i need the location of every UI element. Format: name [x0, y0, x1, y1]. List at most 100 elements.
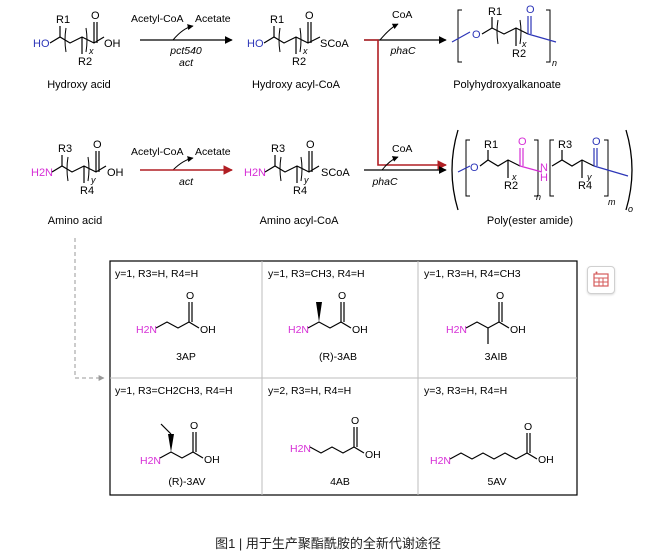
subscript-y: y: [90, 175, 96, 185]
cell-conditions: y=3, R3=H, R4=H: [424, 385, 507, 397]
atom-o-pea-2: O: [518, 136, 527, 148]
atom-o-4: O: [93, 139, 102, 151]
hydroxy-acid-structure: HO R1 R2 O OH x: [33, 10, 121, 68]
atom-o: O: [91, 10, 100, 22]
monomer-name: 5AV: [487, 476, 506, 488]
table-view-icon[interactable]: [587, 266, 615, 294]
atom-o-5: O: [306, 139, 315, 151]
monomer-cell-3ap: y=1, R3=H, R4=H H2N O OH 3AP: [115, 268, 216, 363]
pathway-diagram: HO R1 R2 O OH x Hydroxy acid Acetyl-CoA …: [31, 4, 633, 496]
top-reagent-acetate: Acetate: [195, 13, 231, 25]
figure-caption: 图1 | 用于生产聚酯酰胺的全新代谢途径: [215, 536, 441, 551]
atom-h2n-c2: H2N: [288, 324, 309, 336]
atom-o-c5: O: [351, 415, 359, 427]
subscript-n: n: [552, 58, 557, 68]
atom-ho: HO: [33, 38, 50, 50]
atom-o-pea: O: [470, 162, 479, 174]
atom-o-2: O: [305, 10, 314, 22]
atom-oh-4: OH: [107, 167, 124, 179]
poly-ester-amide-structure: O R1 R2 O x n N H R3 R4 O y m o: [451, 129, 633, 214]
atom-r2-4: R2: [504, 180, 518, 192]
top-enzyme-act: act: [179, 57, 194, 69]
amino-acyl-coa-label: Amino acyl-CoA: [260, 215, 340, 227]
atom-r3-3: R3: [558, 139, 572, 151]
subscript-y-3: y: [586, 172, 592, 182]
atom-r1-2: R1: [270, 14, 284, 26]
monomer-cell-5av: y=3, R3=H, R4=H H2N O OH 5AV: [424, 385, 554, 488]
atom-n: N: [540, 162, 548, 174]
monomer-name: 4AB: [330, 476, 350, 488]
bottom-reagent-coa: CoA: [392, 143, 412, 155]
atom-o-c3: O: [496, 290, 504, 302]
monomer-cell-4ab: y=2, R3=H, R4=H H2N O OH 4AB: [268, 385, 381, 488]
cell-conditions: y=1, R3=H, R4=CH3: [424, 268, 521, 280]
subscript-x-3: x: [521, 39, 527, 49]
atom-o-pea-3: O: [592, 136, 601, 148]
atom-r4-3: R4: [578, 180, 592, 192]
poly-ester-amide-label: Poly(ester amide): [487, 215, 573, 227]
top-enzyme-phac: phaC: [389, 45, 416, 57]
atom-r1: R1: [56, 14, 70, 26]
subscript-n-2: n: [536, 192, 541, 202]
atom-h2n-c4: H2N: [140, 455, 161, 467]
table-view-icon-glyph: [593, 271, 609, 287]
monomer-cell-3aib: y=1, R3=H, R4=CH3 H2N O OH 3AIB: [424, 268, 526, 363]
atom-o-c6: O: [524, 421, 532, 433]
bottom-enzyme-act: act: [179, 176, 194, 188]
subscript-x: x: [88, 46, 94, 56]
atom-scoa: SCoA: [320, 38, 349, 50]
atom-r2: R2: [78, 56, 92, 68]
amino-acid-structure: H2N R3 R4 O OH y: [31, 139, 124, 197]
subscript-m: m: [608, 197, 616, 207]
hydroxy-acyl-coa-structure: HO R1 R2 O SCoA x: [247, 10, 349, 68]
top-reagent-coa: CoA: [392, 9, 412, 21]
bottom-reagent-acetylcoa: Acetyl-CoA: [131, 146, 184, 158]
atom-oh-c6: OH: [538, 454, 554, 466]
bottom-enzyme-phac: phaC: [371, 176, 398, 188]
subscript-x-4: x: [511, 172, 517, 182]
atom-r1-3: R1: [488, 6, 502, 18]
atom-h2n-c5: H2N: [290, 443, 311, 455]
top-enzyme-pct540: pct540: [169, 45, 202, 57]
atom-h2n-c6: H2N: [430, 455, 451, 467]
atom-oh: OH: [104, 38, 121, 50]
atom-oh-c2: OH: [352, 324, 368, 336]
atom-h2n: H2N: [31, 167, 53, 179]
atom-o-c1: O: [186, 290, 194, 302]
cell-conditions: y=2, R3=H, R4=H: [268, 385, 351, 397]
cell-conditions: y=1, R3=CH2CH3, R4=H: [115, 385, 233, 397]
atom-o-c4: O: [190, 420, 198, 432]
atom-r2-2: R2: [292, 56, 306, 68]
atom-oh-c5: OH: [365, 449, 381, 461]
atom-h2n-c3: H2N: [446, 324, 467, 336]
subscript-o: o: [628, 204, 633, 214]
subscript-y-2: y: [303, 175, 309, 185]
monomer-cell-r-3av: y=1, R3=CH2CH3, R4=H H2N O OH (R)-3AV: [115, 385, 233, 488]
polyhydroxyalkanoate-label: Polyhydroxyalkanoate: [453, 79, 561, 91]
monomer-name: 3AP: [176, 351, 196, 363]
monomer-name: (R)-3AB: [319, 351, 357, 363]
amino-acyl-coa-structure: H2N R3 R4 O SCoA y: [244, 139, 350, 197]
amino-acid-label: Amino acid: [48, 215, 102, 227]
bottom-reagent-acetate: Acetate: [195, 146, 231, 158]
hydroxy-acyl-coa-label: Hydroxy acyl-CoA: [252, 79, 341, 91]
cell-conditions: y=1, R3=H, R4=H: [115, 268, 198, 280]
atom-o-c2: O: [338, 290, 346, 302]
subscript-x-2: x: [302, 46, 308, 56]
atom-h2n-2: H2N: [244, 167, 266, 179]
atom-scoa-2: SCoA: [321, 167, 350, 179]
atom-r3: R3: [58, 143, 72, 155]
atom-h2n-c1: H2N: [136, 324, 157, 336]
atom-r4: R4: [80, 185, 94, 197]
atom-r4-2: R4: [293, 185, 307, 197]
atom-oh-c3: OH: [510, 324, 526, 336]
atom-oh-c1: OH: [200, 324, 216, 336]
top-reagent-acetylcoa: Acetyl-CoA: [131, 13, 184, 25]
polyhydroxyalkanoate-structure: O R1 R2 O x n: [451, 4, 557, 68]
atom-r3-2: R3: [271, 143, 285, 155]
atom-o-ester: O: [472, 29, 481, 41]
atom-o-carbonyl: O: [526, 4, 535, 16]
hydroxy-acid-label: Hydroxy acid: [47, 79, 111, 91]
atom-oh-c4: OH: [204, 454, 220, 466]
monomer-name: 3AIB: [485, 351, 508, 363]
